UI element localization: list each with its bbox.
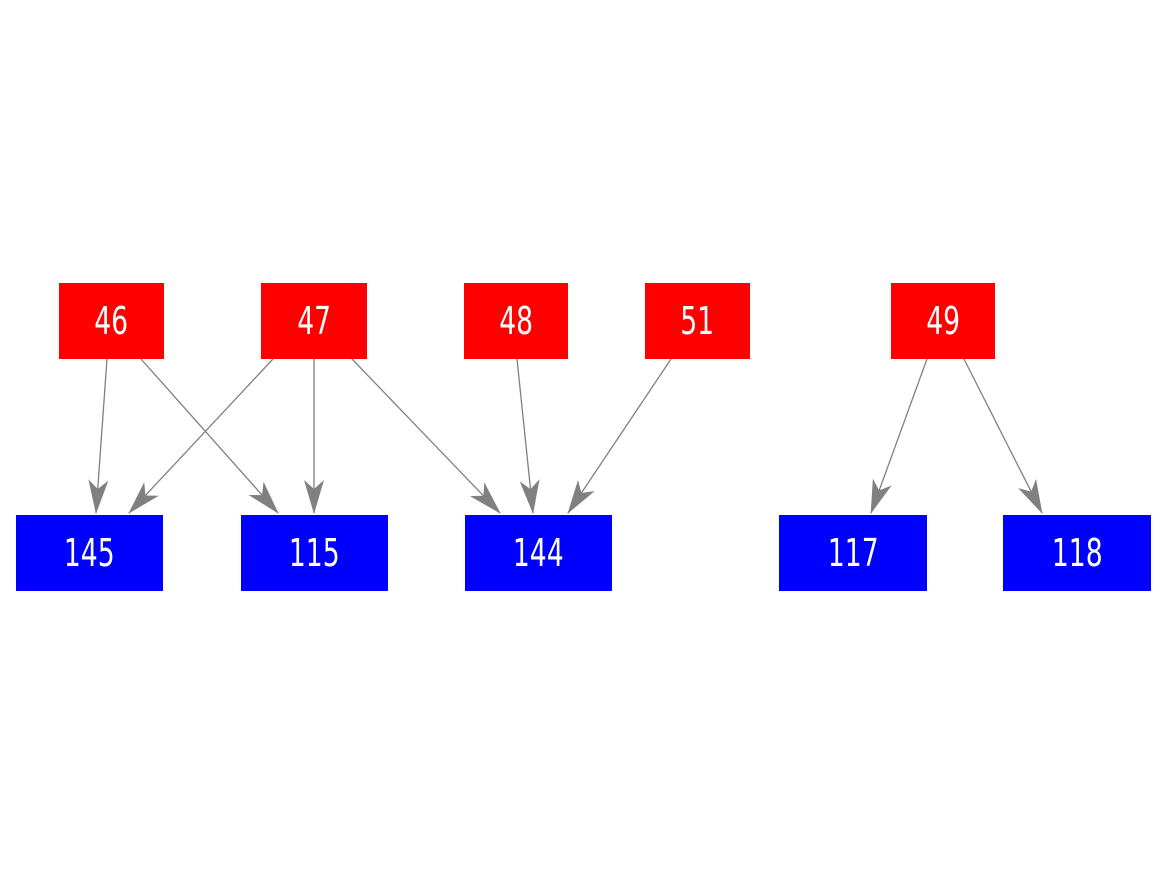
node-label: 144 — [513, 531, 564, 575]
node-label: 46 — [94, 299, 129, 343]
graph-node-117: 117 — [779, 515, 927, 591]
node-label: 47 — [297, 299, 331, 343]
node-label: 115 — [289, 531, 340, 575]
node-label: 117 — [827, 531, 879, 575]
graph-node-46: 46 — [59, 283, 164, 359]
node-label: 49 — [926, 299, 960, 343]
graph-node-145: 145 — [16, 515, 163, 591]
node-label: 118 — [1051, 531, 1103, 575]
graph-node-47: 47 — [261, 283, 367, 359]
graph-node-49: 49 — [891, 283, 995, 359]
graph-node-51: 51 — [645, 283, 750, 359]
graph-node-118: 118 — [1003, 515, 1151, 591]
graph-node-115: 115 — [241, 515, 388, 591]
node-label: 51 — [680, 299, 715, 343]
node-label: 48 — [499, 299, 533, 343]
graph-node-48: 48 — [464, 283, 568, 359]
node-label: 145 — [64, 531, 115, 575]
graph-node-144: 144 — [465, 515, 612, 591]
